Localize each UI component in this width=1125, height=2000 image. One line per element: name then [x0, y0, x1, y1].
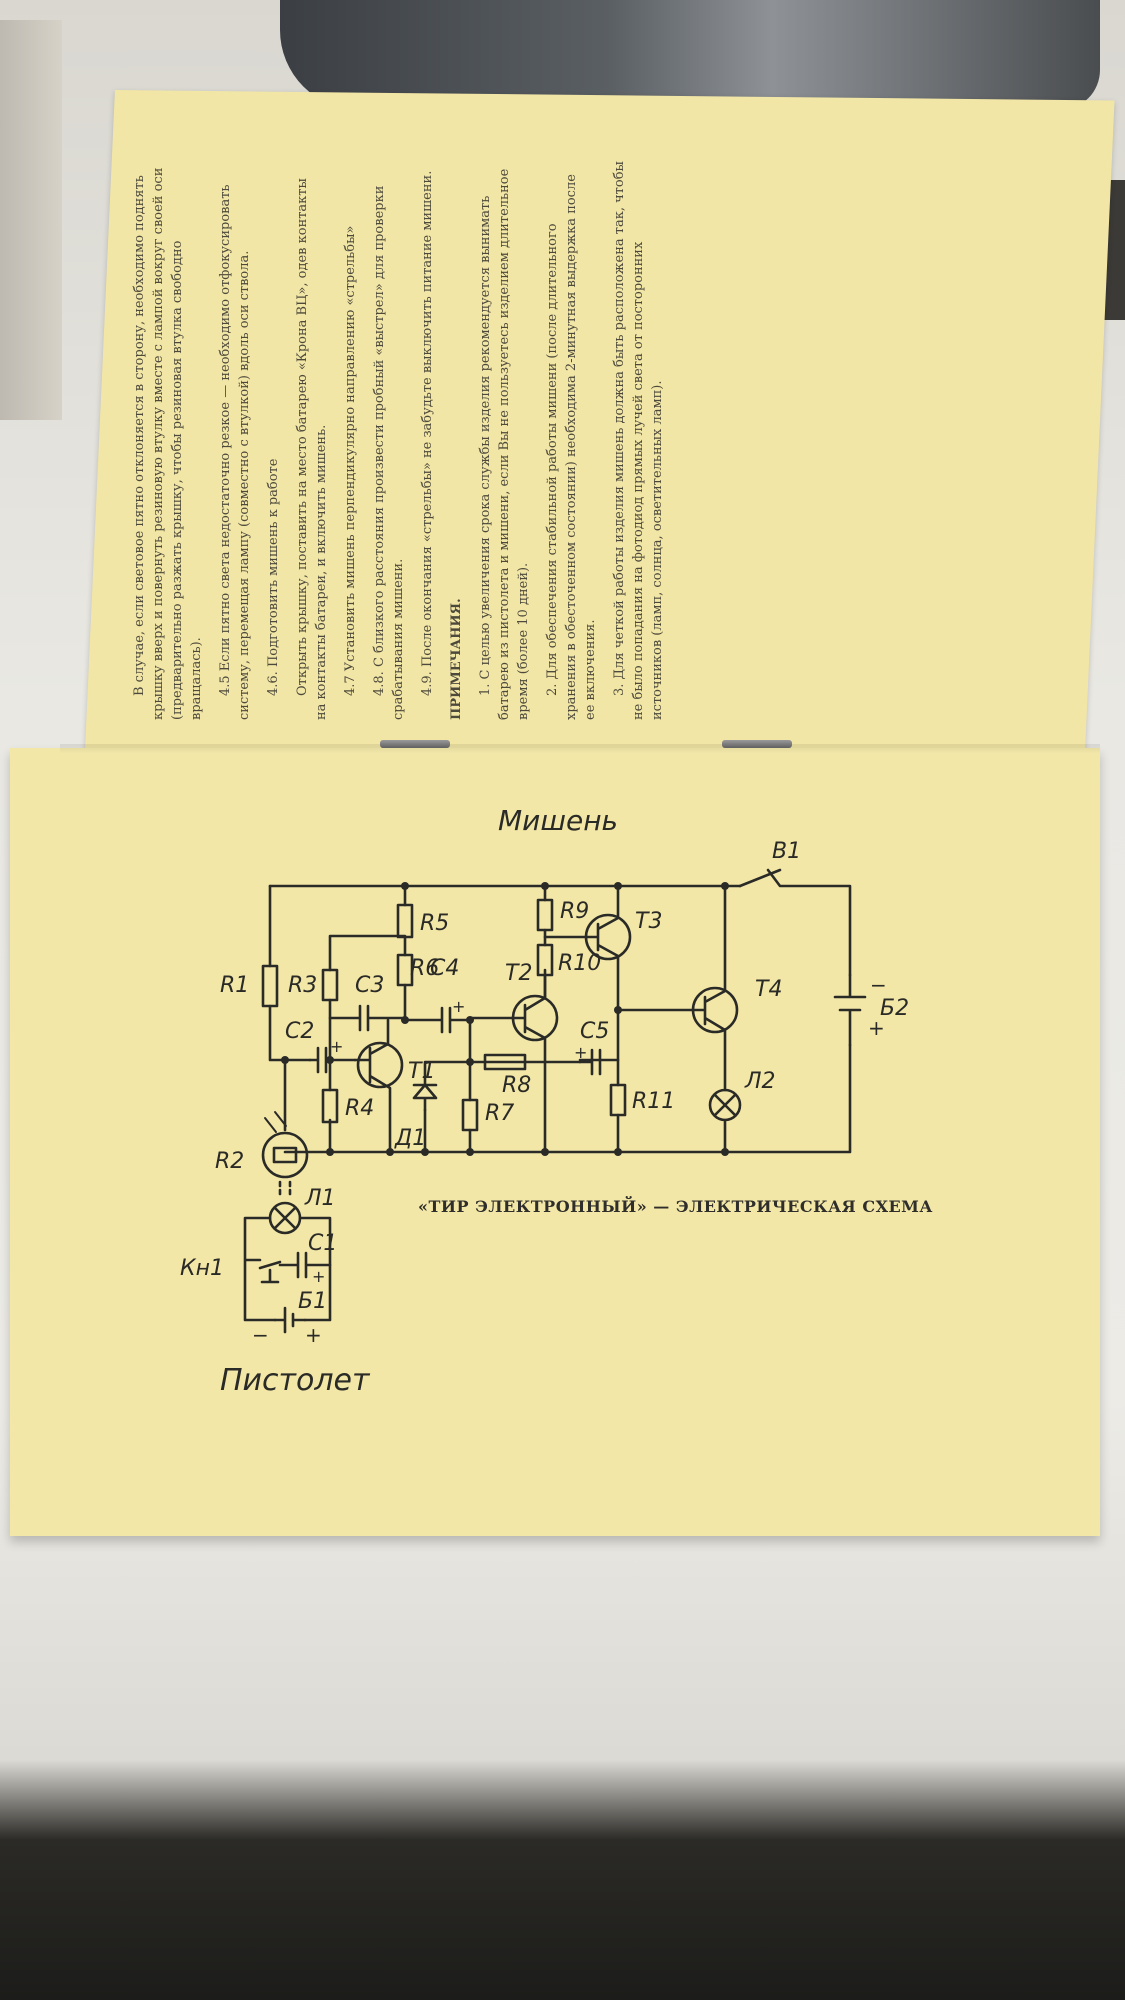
label-b2: Б2 — [880, 996, 909, 1021]
lamp-l2-cross — [713, 1093, 737, 1154]
light-rays-icon — [264, 1111, 287, 1133]
resistor-r11 — [609, 1083, 627, 1117]
battery-b1 — [273, 1306, 307, 1334]
label-t3: T3 — [635, 909, 662, 934]
label-r2: R2 — [215, 1149, 244, 1174]
lamp-l1-cross — [273, 1206, 297, 1230]
label-kn1: Кн1 — [180, 1256, 224, 1281]
transistor-t1 — [356, 1041, 404, 1089]
wire-r1 — [268, 884, 312, 1062]
wire-pistol — [243, 1216, 332, 1322]
top-page-text-area: В случае, если световое пятно отклоняетс… — [132, 0, 850, 880]
battery-b2-plus: + — [868, 1016, 885, 1040]
battery-b1-plus: + — [305, 1323, 322, 1347]
paragraph: Открыть крышку, поставить на место батар… — [295, 178, 329, 720]
label-r7: R7 — [485, 1101, 514, 1126]
capacitor-c1 — [278, 1251, 332, 1279]
resistor-r5 — [396, 903, 414, 939]
label-r8: R8 — [502, 1073, 531, 1098]
battery-b2-minus: − — [870, 973, 887, 997]
resistor-r7 — [461, 1098, 479, 1132]
label-r1: R1 — [220, 973, 249, 998]
capacitor-c2 — [308, 1046, 357, 1074]
battery-b2 — [833, 973, 867, 1047]
resistor-r3 — [321, 968, 339, 1002]
paragraph: 4.8. С близкого расстояния произвести пр… — [372, 185, 406, 720]
junction-dots — [281, 882, 729, 1156]
paragraph: 4.7 Установить мишень перпендикулярно на… — [343, 225, 358, 696]
note: 2. Для обеспечения стабильной работы миш… — [545, 174, 598, 720]
transistor-t3-leads — [543, 884, 620, 1062]
paragraph: 4.9. После окончания «стрельбы» не забуд… — [420, 170, 435, 696]
label-r4: R4 — [345, 1096, 374, 1121]
schematic-drawing: Мишень В1 Б2 − + R1 C2 + R3 R4 R5 R6 — [180, 804, 909, 1398]
staple-left — [380, 740, 450, 748]
resistor-r4 — [321, 1088, 339, 1124]
title-target: Мишень — [498, 804, 618, 837]
transistor-t4-leads — [616, 884, 727, 1092]
notes-title: ПРИМЕЧАНИЯ. — [449, 598, 464, 720]
label-r9: R9 — [560, 899, 589, 924]
label-c5: C5 — [580, 1019, 609, 1044]
switch-v1 — [738, 868, 782, 888]
label-c3: C3 — [355, 973, 384, 998]
label-r11: R11 — [632, 1089, 675, 1114]
label-r3: R3 — [288, 973, 317, 998]
c1-plus: + — [312, 1267, 325, 1286]
wire-top-rail — [268, 868, 852, 977]
label-c2: C2 — [285, 1019, 314, 1044]
c2-plus: + — [330, 1037, 343, 1056]
staple-right — [722, 740, 792, 748]
label-l1: Л1 — [304, 1186, 336, 1211]
capacitor-c5 — [578, 1048, 602, 1076]
label-r5: R5 — [420, 911, 449, 936]
capacitor-c3 — [328, 1004, 407, 1032]
diode-d1 — [412, 1083, 438, 1112]
transistor-t1-leads — [353, 1018, 392, 1154]
box-left — [0, 20, 62, 420]
label-l2: Л2 — [744, 1069, 776, 1094]
label-c1: C1 — [308, 1231, 337, 1256]
capacitor-c4 — [403, 1006, 472, 1034]
schematic-caption: «ТИР ЭЛЕКТРОННЫЙ» — ЭЛЕКТРИЧЕСКАЯ СХЕМА — [418, 1197, 933, 1216]
paragraph: 4.6. Подготовить мишень к работе — [266, 458, 281, 696]
title-pistol: Пистолет — [220, 1363, 371, 1398]
transistor-t2-leads — [468, 968, 547, 1154]
dark-object-top — [280, 0, 1100, 110]
button-kn1 — [258, 1260, 282, 1284]
label-b1: Б1 — [298, 1289, 327, 1314]
note: 1. С целью увеличения срока службы издел… — [478, 168, 531, 720]
resistor-r6 — [396, 953, 414, 987]
booklet-fold — [60, 744, 1100, 754]
c4-plus: + — [452, 997, 465, 1016]
booklet-bottom-page — [10, 748, 1100, 1536]
battery-b1-minus: − — [252, 1323, 269, 1347]
label-r6: R6 — [410, 956, 439, 981]
resistor-r9 — [536, 898, 554, 932]
paragraph: В случае, если световое пятно отклоняетс… — [132, 167, 204, 720]
wire-r3-r4 — [328, 934, 407, 1154]
top-page-text: В случае, если световое пятно отклоняетс… — [130, 160, 1010, 720]
label-c4: C4 — [430, 956, 459, 981]
photoresistor-r2-body — [272, 1146, 298, 1164]
note: 3. Для четкой работы изделия мишень долж… — [612, 161, 665, 720]
label-t4: T4 — [755, 977, 782, 1002]
c5-plus: + — [574, 1043, 587, 1062]
electrical-schematic: Мишень В1 Б2 − + R1 C2 + R3 R4 R5 R6 — [180, 800, 960, 1420]
label-d1: Д1 — [394, 1126, 426, 1151]
label-v1: В1 — [772, 839, 801, 864]
resistor-r1 — [261, 964, 279, 1008]
label-t2: T2 — [505, 961, 532, 986]
light-beam — [278, 1180, 292, 1200]
photoresistor-r2 — [261, 1131, 309, 1179]
resistor-r10 — [536, 943, 554, 977]
paragraph: 4.5 Если пятно света недостаточно резкое… — [218, 184, 252, 720]
